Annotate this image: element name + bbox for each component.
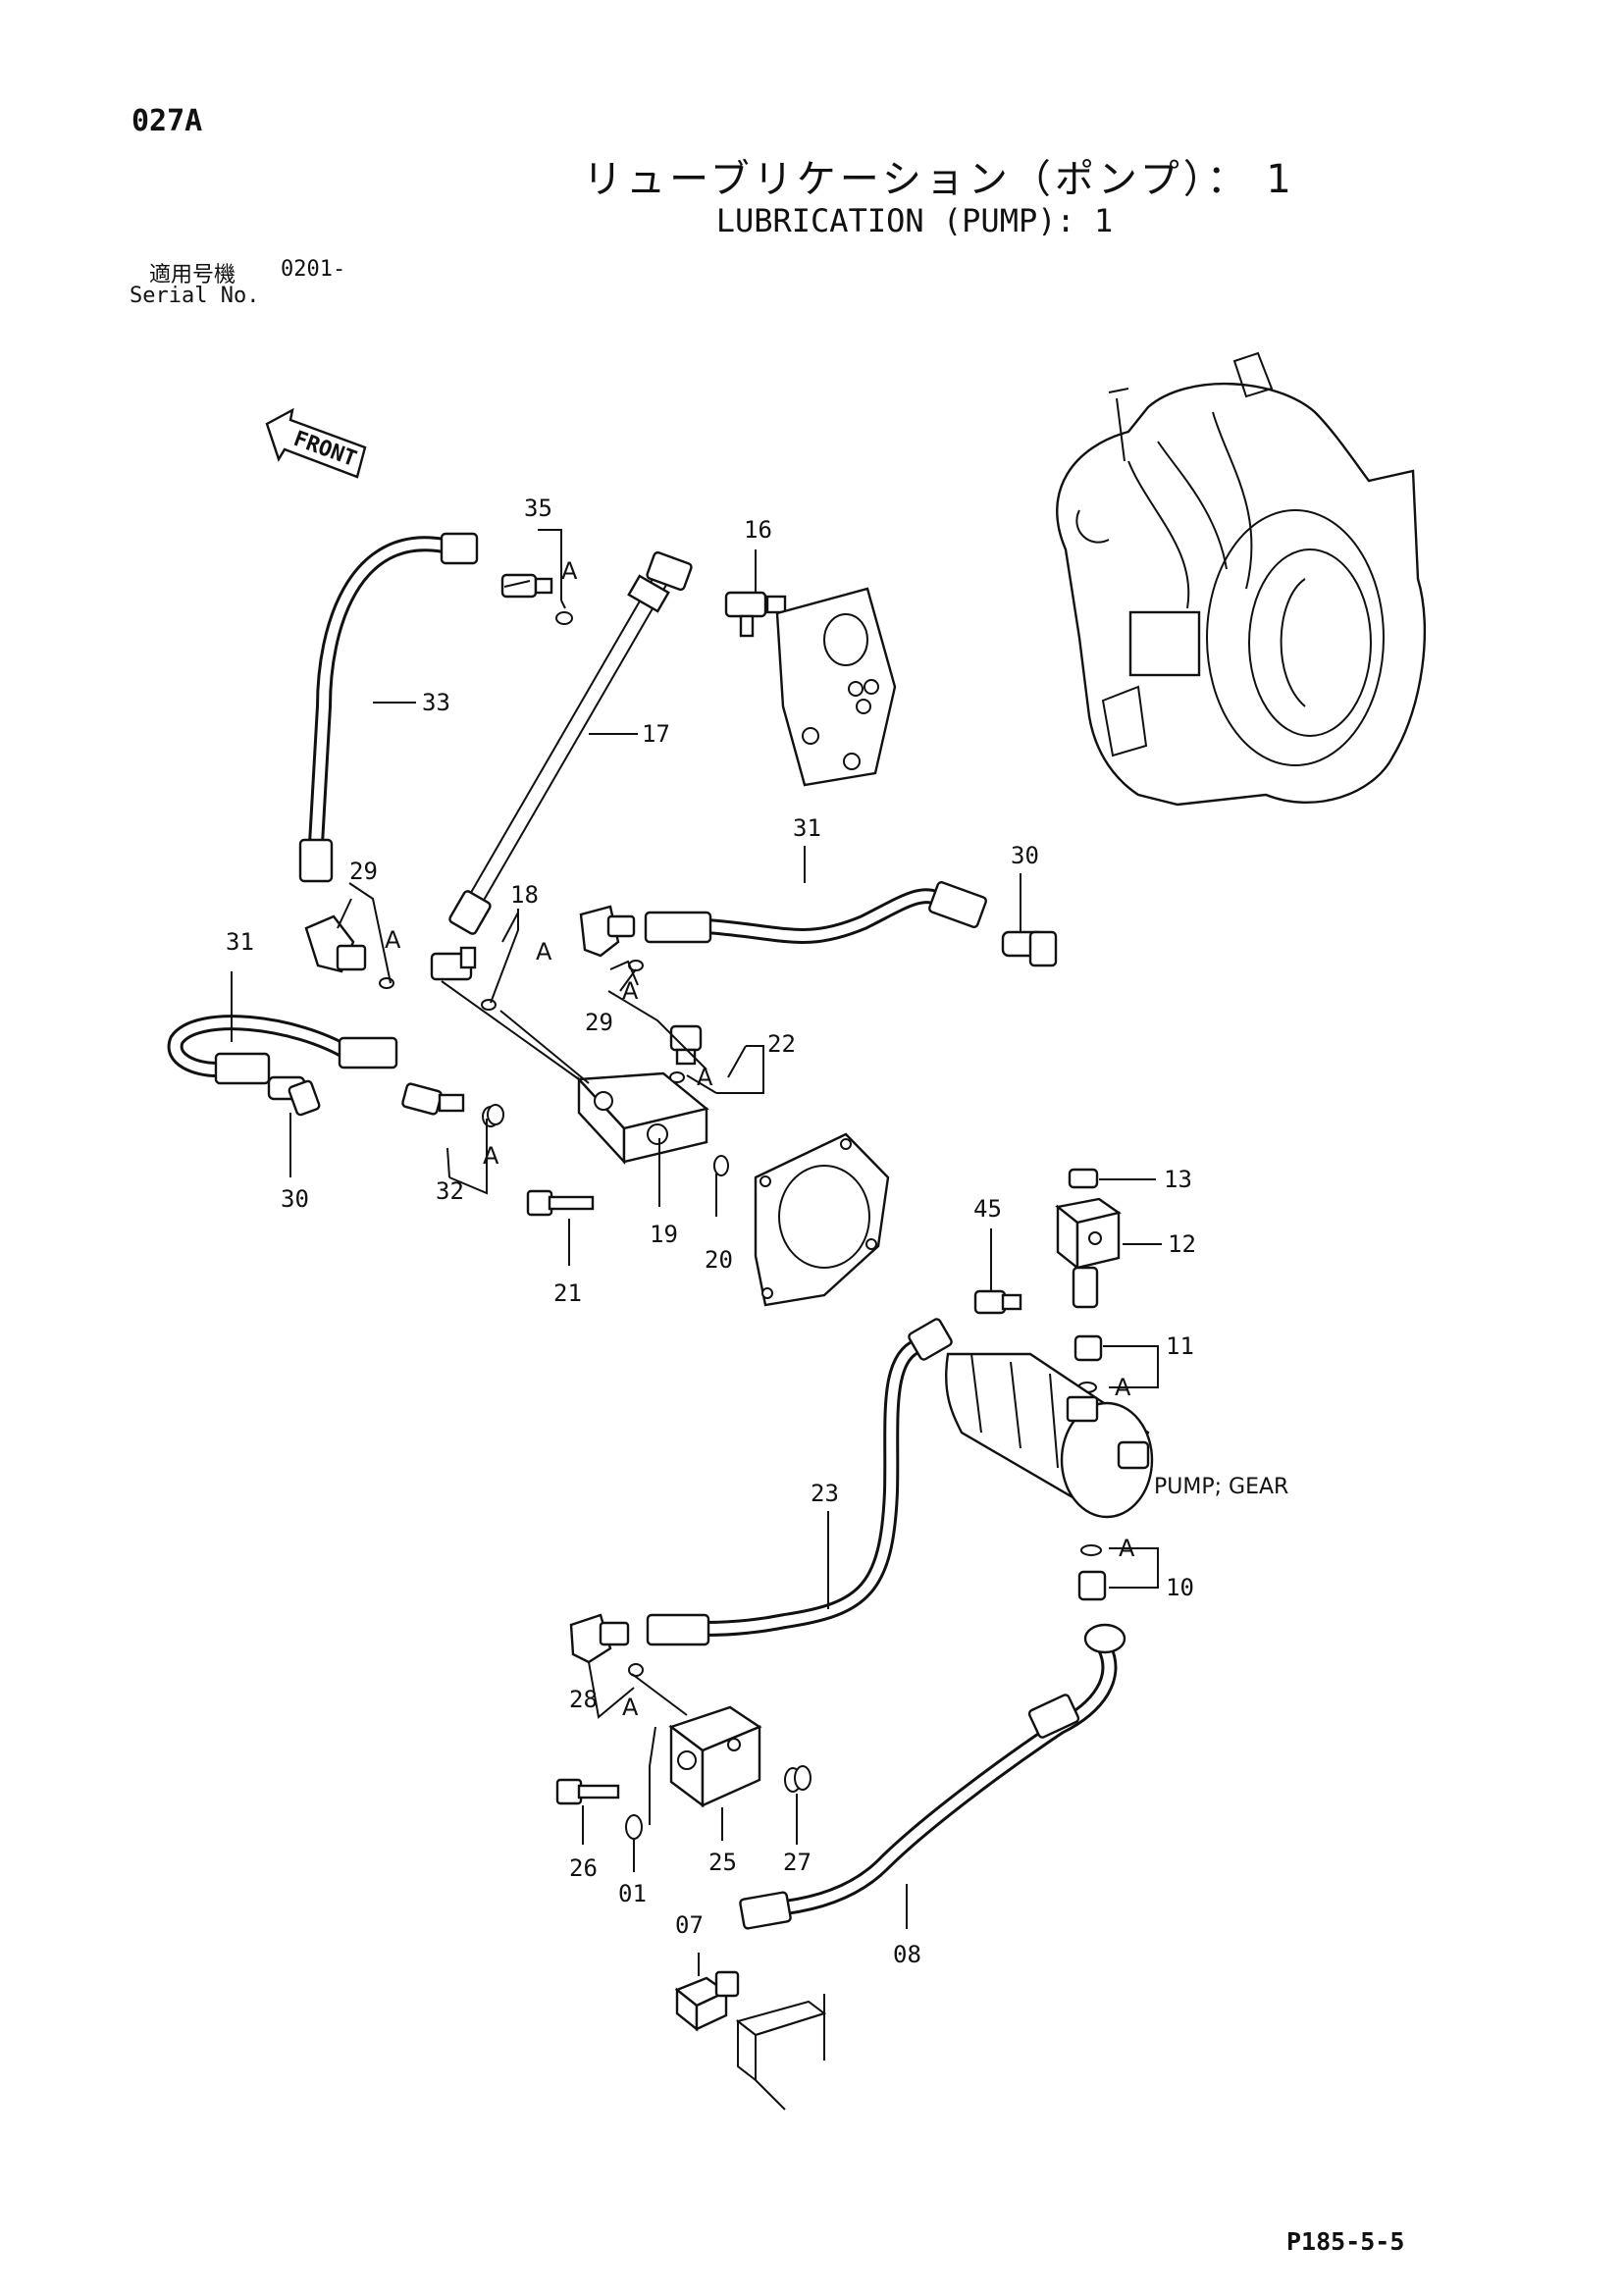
fitting-45 bbox=[973, 1289, 1022, 1315]
serial-label-english: Serial No. bbox=[130, 284, 260, 308]
washer-01 bbox=[625, 1814, 643, 1840]
seal-mark: A bbox=[1115, 1374, 1131, 1401]
part-number: 16 bbox=[744, 516, 772, 544]
pipe-17 bbox=[448, 550, 693, 935]
fitting-10 bbox=[1077, 1544, 1107, 1601]
tee-18 bbox=[430, 946, 497, 1011]
part-number: 20 bbox=[705, 1246, 733, 1274]
part-number: 08 bbox=[893, 1941, 921, 1968]
part-number: 22 bbox=[767, 1030, 796, 1058]
flange-plate bbox=[754, 1132, 890, 1307]
part-number: 26 bbox=[569, 1854, 598, 1882]
part-number-labels: 35 16 33 17 31 30 29 18 31 29 22 30 32 1… bbox=[226, 495, 1196, 1968]
part-number: 25 bbox=[708, 1849, 737, 1876]
hose-08 bbox=[739, 1623, 1126, 1930]
seal-mark: A bbox=[622, 977, 639, 1005]
part-number: 27 bbox=[783, 1849, 812, 1876]
fitting-07 bbox=[674, 1970, 740, 2032]
plug-22 bbox=[669, 1024, 703, 1083]
hose-31-top bbox=[644, 880, 987, 944]
part-number: 12 bbox=[1168, 1230, 1196, 1258]
seal-mark: A bbox=[561, 557, 578, 585]
part-number: 31 bbox=[226, 928, 254, 956]
fitting-13 bbox=[1068, 1168, 1099, 1189]
part-number: 32 bbox=[436, 1177, 464, 1205]
part-number: 33 bbox=[422, 689, 450, 716]
part-number: 11 bbox=[1166, 1332, 1194, 1360]
part-number: 17 bbox=[642, 720, 670, 748]
elbow-30-top bbox=[1001, 930, 1058, 967]
elbow-28 bbox=[569, 1613, 644, 1677]
bolt-21 bbox=[526, 1189, 595, 1217]
fitting-11 bbox=[1073, 1334, 1103, 1393]
seal-marks: A A A A A A A A A bbox=[385, 557, 1135, 1721]
part-number: 29 bbox=[349, 858, 378, 885]
page-code: P185-5-5 bbox=[1286, 2227, 1405, 2256]
part-number: 10 bbox=[1166, 1574, 1194, 1601]
part-number: 23 bbox=[811, 1480, 839, 1507]
block-12 bbox=[1055, 1197, 1122, 1309]
part-number: 07 bbox=[675, 1911, 704, 1939]
leader-lines bbox=[231, 529, 1162, 1976]
distribution-block-19 bbox=[576, 1071, 727, 1175]
o-rings bbox=[487, 1104, 812, 1791]
hose-31-left bbox=[167, 1015, 398, 1085]
part-number: 35 bbox=[524, 495, 552, 522]
page-id: 027A bbox=[131, 104, 203, 138]
part-number: 30 bbox=[281, 1185, 309, 1213]
page-title-english: LUBRICATION (PUMP): 1 bbox=[715, 202, 1114, 239]
part-number: 28 bbox=[569, 1686, 598, 1713]
front-arrow: FRONT bbox=[265, 407, 367, 479]
page-title-japanese: リューブリケーション（ポンプ）： 1 bbox=[583, 157, 1295, 202]
hose-23 bbox=[646, 1318, 953, 1646]
seal-mark: A bbox=[483, 1142, 499, 1170]
cut-away-box bbox=[735, 1994, 827, 2111]
bolt-26 bbox=[555, 1778, 620, 1805]
part-number: 31 bbox=[793, 814, 821, 842]
hose-33 bbox=[298, 532, 479, 883]
part-number: 18 bbox=[510, 881, 539, 909]
part-number: 21 bbox=[553, 1279, 582, 1307]
part-number: 30 bbox=[1011, 842, 1039, 869]
block-25 bbox=[668, 1705, 802, 1808]
elbow-30-left bbox=[267, 1075, 321, 1117]
part-number: 29 bbox=[585, 1009, 613, 1036]
fitting-32 bbox=[401, 1082, 499, 1127]
elbow-29-mid bbox=[579, 905, 644, 971]
part-number: 13 bbox=[1164, 1166, 1192, 1193]
serial-label-japanese: 適用号機 bbox=[149, 263, 236, 287]
pump-label: PUMP; GEAR bbox=[1154, 1475, 1288, 1499]
part-number: 45 bbox=[973, 1195, 1002, 1223]
seal-mark: A bbox=[1119, 1535, 1135, 1562]
fitting-16 bbox=[724, 591, 787, 638]
bracket-plate bbox=[775, 587, 897, 787]
part-number: 01 bbox=[618, 1880, 647, 1907]
seal-mark: A bbox=[622, 1694, 639, 1721]
part-number: 19 bbox=[650, 1221, 678, 1248]
seal-mark: A bbox=[697, 1064, 713, 1091]
seal-mark: A bbox=[536, 938, 552, 965]
seal-mark: A bbox=[385, 926, 401, 954]
serial-number: 0201- bbox=[281, 257, 346, 282]
engine-assembly bbox=[1056, 351, 1427, 807]
gear-pump: PUMP; GEAR bbox=[944, 1352, 1288, 1519]
elbow-29-left bbox=[304, 914, 394, 989]
fitting-35 bbox=[500, 573, 573, 625]
